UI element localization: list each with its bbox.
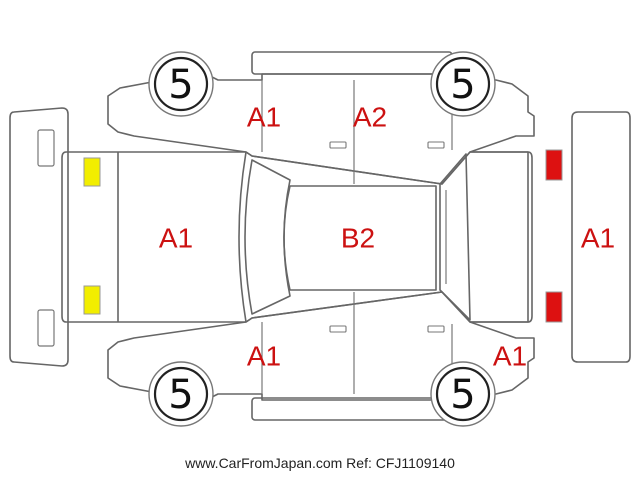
- wheel-front-right-score: 5: [168, 372, 193, 418]
- wheel-rear-left: 5: [430, 51, 496, 117]
- damage-code-rear-bumper: A1: [581, 223, 615, 254]
- damage-code-roof: B2: [341, 223, 375, 254]
- wheel-rear-left-score: 5: [450, 62, 475, 108]
- front-light-top: [83, 157, 101, 187]
- damage-code-right-front-door: A1: [247, 341, 281, 372]
- rear-lights: [545, 149, 563, 323]
- wheel-rear-right: 5: [430, 361, 496, 427]
- wheel-front-left: 5: [148, 51, 214, 117]
- roof-rail-bottom: [251, 397, 453, 421]
- wheel-rear-right-score: 5: [450, 372, 475, 418]
- damage-code-left-front-door: A1: [247, 102, 281, 133]
- rear-light-bottom: [545, 291, 563, 323]
- roof-rail-top: [251, 51, 453, 75]
- damage-code-left-rear-door: A2: [353, 102, 387, 133]
- rear-bumper: [571, 111, 631, 363]
- front-light-bottom: [83, 285, 101, 315]
- footer-reference: www.CarFromJapan.com Ref: CFJ1109140: [185, 455, 455, 471]
- wheel-front-left-score: 5: [168, 62, 193, 108]
- damage-code-hood: A1: [159, 223, 193, 254]
- front-lights: [83, 157, 101, 315]
- wheel-front-right: 5: [148, 361, 214, 427]
- damage-code-right-rear-quarter: A1: [493, 341, 527, 372]
- car-body-top-view: [61, 151, 533, 323]
- front-bumper: [9, 107, 69, 367]
- rear-light-top: [545, 149, 563, 181]
